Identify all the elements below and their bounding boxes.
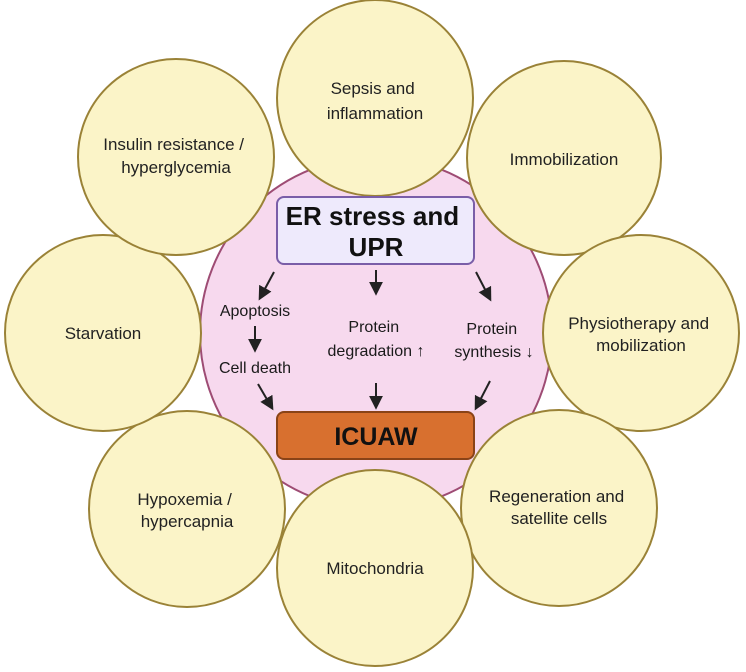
er-stress-line: ER stress and <box>286 201 459 231</box>
factor-circle-regeneration: Regeneration and satellite cells <box>460 409 658 607</box>
factor-label-line: Hypoxemia / <box>137 490 232 509</box>
factor-label-line: Regeneration and <box>489 487 624 506</box>
icuaw-label: ICUAW <box>334 423 418 451</box>
svg-text:Physiotherapy and mobili: Physiotherapy and mobilization <box>568 314 714 355</box>
arrow-to-synthesis <box>475 271 492 302</box>
factor-label-line: Starvation <box>65 324 142 343</box>
factor-label-line: Physiotherapy and <box>568 314 709 333</box>
factor-label-line: Sepsis and <box>331 79 415 98</box>
icuaw-box: ICUAW <box>276 411 475 460</box>
factor-label-line: Insulin resistance / <box>103 135 244 154</box>
factor-circle-physiotherapy: Physiotherapy and mobilization <box>542 234 740 432</box>
svg-text:Insulin resistance / hyp: Insulin resistance / hyperglycemia <box>103 135 249 177</box>
svg-text:ER stress and UPR: ER stress and UPR <box>286 201 467 262</box>
factor-label-line: Immobilization <box>510 150 619 169</box>
cell-death-label: Cell death <box>219 360 291 377</box>
factor-circle-mitochondria: Mitochondria <box>276 469 474 667</box>
factor-label-line: Mitochondria <box>326 559 424 578</box>
factor-label-line: hyperglycemia <box>121 158 231 177</box>
arrow-cell-death-to-icuaw <box>257 383 274 411</box>
factor-circle-immobilization: Immobilization <box>466 60 662 256</box>
factor-circle-starvation: Starvation <box>4 234 202 432</box>
svg-text:Immobilization: Immobilization <box>510 150 619 169</box>
svg-text:Mitochondria: Mitochondria <box>326 559 424 578</box>
factor-circle-insulin: Insulin resistance / hyperglycemia <box>77 58 275 256</box>
er-stress-line: UPR <box>349 232 404 262</box>
svg-text:Starvation: Starvation <box>65 324 142 343</box>
factor-label-line: mobilization <box>596 336 686 355</box>
arrow-to-apoptosis <box>258 271 275 301</box>
apoptosis-label: Apoptosis <box>220 303 290 320</box>
synthesis-label: Protein synthesis ↓ <box>454 321 533 361</box>
svg-text:Regeneration and satelli: Regeneration and satellite cells <box>489 487 629 528</box>
arrow-synthesis-to-icuaw <box>474 380 491 411</box>
factor-circle-sepsis: Sepsis and inflammation <box>276 0 474 197</box>
er-stress-box: ER stress and UPR <box>276 196 475 265</box>
factor-circle-hypoxemia: Hypoxemia / hypercapnia <box>88 410 286 608</box>
svg-text:Sepsis and inflammation: Sepsis and inflammation <box>327 79 423 123</box>
svg-text:Hypoxemia / hypercapnia: Hypoxemia / hypercapnia <box>137 490 236 531</box>
degradation-label: Protein degradation ↑ <box>328 319 425 360</box>
factor-label-line: inflammation <box>327 104 423 123</box>
factor-label-line: satellite cells <box>511 509 607 528</box>
factor-label-line: hypercapnia <box>141 512 234 531</box>
